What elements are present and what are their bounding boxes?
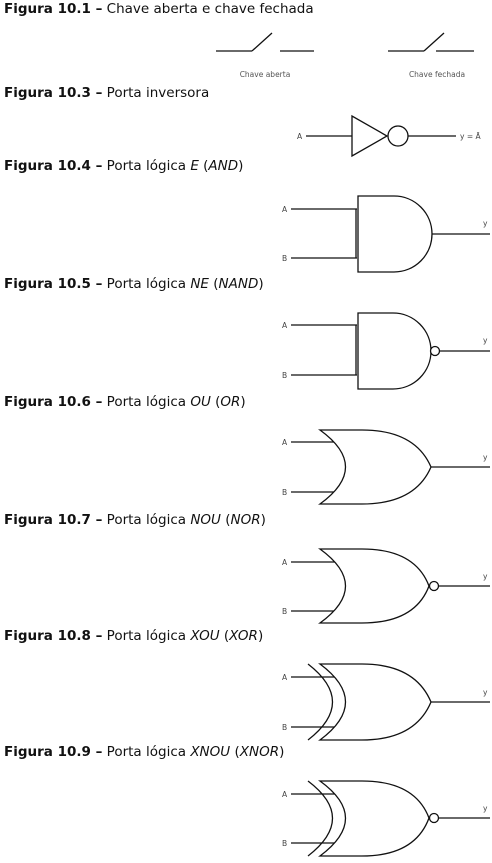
caption-gate-name: XOU: [190, 628, 220, 644]
or-gate-symbol: [291, 429, 490, 505]
and-input-a-label: A: [282, 205, 288, 214]
caption-number: Figura 10.6 –: [4, 394, 103, 410]
nand-input-b-label: B: [282, 371, 287, 380]
caption-gate-english: NOR: [230, 512, 261, 528]
closed-switch-symbol: [388, 32, 474, 52]
inverter-input-label: A: [297, 132, 303, 141]
caption-fig-10-3: Figura 10.3 – Porta inversora: [4, 85, 209, 101]
caption-text: Porta lógica: [106, 628, 187, 644]
caption-gate-name: NOU: [190, 512, 221, 528]
caption-gate-name: NE: [190, 276, 209, 292]
caption-number: Figura 10.4 –: [4, 158, 103, 174]
caption-number: Figura 10.3 –: [4, 85, 103, 101]
caption-fig-10-7: Figura 10.7 – Porta lógica NOU (NOR): [4, 512, 266, 528]
and-gate-symbol: [291, 195, 490, 273]
caption-gate-name: XNOU: [190, 744, 231, 760]
caption-number: Figura 10.5 –: [4, 276, 103, 292]
caption-gate-name: E: [190, 158, 199, 174]
or-output-label: y: [483, 453, 488, 462]
caption-text: Porta lógica: [106, 512, 187, 528]
caption-fig-10-9: Figura 10.9 – Porta lógica XNOU (XNOR): [4, 744, 285, 760]
caption-number: Figura 10.1 –: [4, 1, 103, 17]
xnor-gate-symbol: [291, 780, 490, 857]
caption-fig-10-1: Figura 10.1 – Chave aberta e chave fecha…: [4, 1, 314, 17]
caption-number: Figura 10.9 –: [4, 744, 103, 760]
and-output-label: y: [483, 219, 488, 228]
xor-input-a-label: A: [282, 673, 288, 682]
caption-fig-10-5: Figura 10.5 – Porta lógica NE (NAND): [4, 276, 264, 292]
nand-output-label: y: [483, 336, 488, 345]
caption-text: Porta lógica: [106, 744, 187, 760]
or-input-b-label: B: [282, 488, 287, 497]
xor-input-b-label: B: [282, 723, 287, 732]
caption-text: Porta lógica: [106, 158, 187, 174]
nand-gate-symbol: [291, 312, 490, 390]
xnor-input-a-label: A: [282, 790, 288, 799]
xor-output-label: y: [483, 688, 488, 697]
caption-gate-english: AND: [208, 158, 239, 174]
open-switch-label: Chave aberta: [240, 70, 291, 79]
xnor-input-b-label: B: [282, 839, 287, 848]
caption-number: Figura 10.8 –: [4, 628, 103, 644]
caption-text: Porta lógica: [106, 276, 187, 292]
nor-output-label: y: [483, 572, 488, 581]
caption-text: Porta lógica: [106, 394, 187, 410]
caption-text: Porta inversora: [106, 85, 210, 101]
caption-fig-10-4: Figura 10.4 – Porta lógica E (AND): [4, 158, 244, 174]
nor-input-a-label: A: [282, 558, 288, 567]
caption-fig-10-6: Figura 10.6 – Porta lógica OU (OR): [4, 394, 246, 410]
caption-gate-english: XNOR: [239, 744, 280, 760]
xnor-output-label: y: [483, 804, 488, 813]
nor-gate-symbol: [291, 548, 490, 624]
inverter-output-label: y = Ā: [460, 132, 481, 141]
caption-gate-english: NAND: [218, 276, 259, 292]
closed-switch-label: Chave fechada: [409, 70, 465, 79]
nand-input-a-label: A: [282, 321, 288, 330]
nor-input-b-label: B: [282, 607, 287, 616]
caption-fig-10-8: Figura 10.8 – Porta lógica XOU (XOR): [4, 628, 264, 644]
or-input-a-label: A: [282, 438, 288, 447]
caption-gate-name: OU: [190, 394, 211, 410]
xor-gate-symbol: [291, 663, 490, 741]
caption-gate-english: OR: [220, 394, 241, 410]
open-switch-symbol: [216, 32, 314, 52]
caption-number: Figura 10.7 –: [4, 512, 103, 528]
caption-gate-english: XOR: [229, 628, 258, 644]
caption-text: Chave aberta e chave fechada: [106, 1, 314, 17]
and-input-b-label: B: [282, 254, 287, 263]
inverter-symbol: [306, 114, 456, 158]
